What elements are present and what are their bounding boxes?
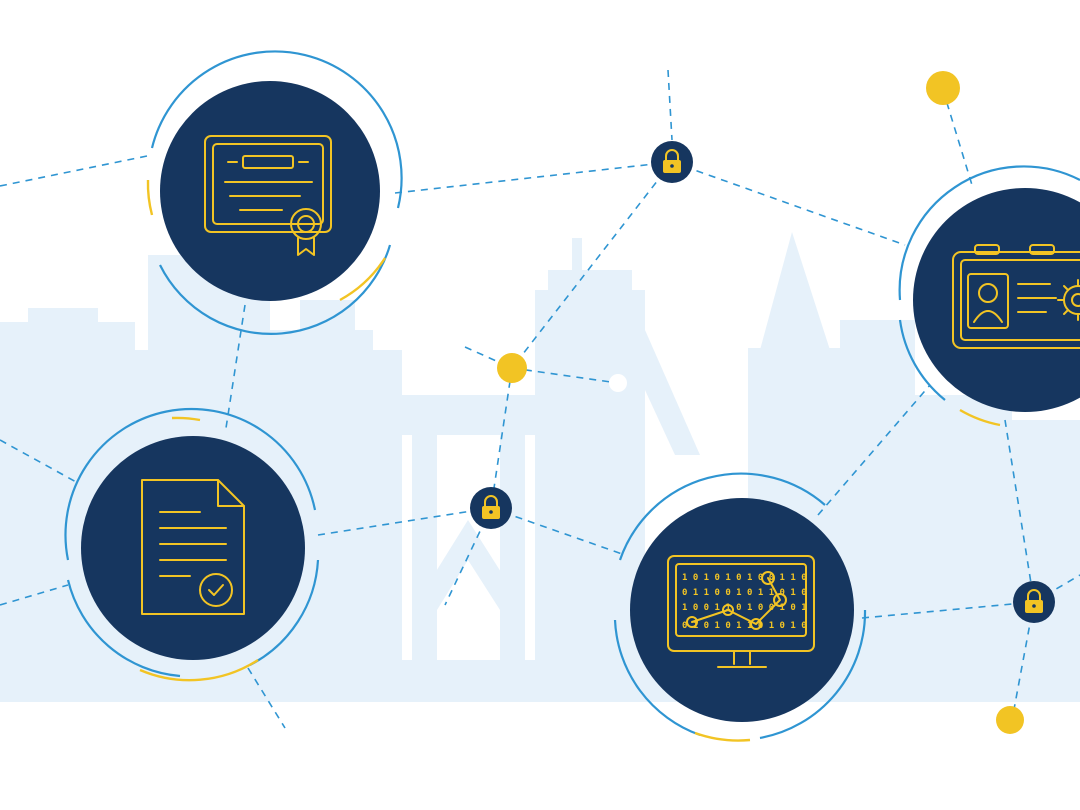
junction-dot [609, 374, 627, 392]
data-monitor-icon: 1 0 1 0 1 0 1 0 0 1 1 0 0 1 1 0 0 1 0 1 … [667, 555, 815, 668]
svg-text:0 1 1 0 0 1 0 1 1 0 1 0: 0 1 1 0 0 1 0 1 1 0 1 0 [682, 588, 807, 598]
node-monitor: 1 0 1 0 1 0 1 0 0 1 1 0 0 1 1 0 0 1 0 1 … [613, 472, 867, 742]
lock-node-top [651, 141, 693, 183]
lock-icon [482, 495, 500, 519]
junction-dots [497, 71, 1024, 734]
certified-document-icon [141, 479, 245, 615]
junction-dot [996, 706, 1024, 734]
svg-text:1 0 1 0 1 0 1 0 0 1 1 0: 1 0 1 0 1 0 1 0 0 1 1 0 [682, 573, 807, 583]
svg-text:0 1 0 1 0 1 1 0 1 0 1 0: 0 1 0 1 0 1 1 0 1 0 1 0 [682, 621, 807, 631]
node-id-card [898, 165, 1080, 427]
node-document [64, 407, 320, 682]
junction-dot [497, 353, 527, 383]
certificate-icon [204, 135, 332, 256]
lock-node-right [1013, 581, 1055, 623]
lock-icon [1025, 589, 1043, 613]
svg-text:1 0 0 1 1 0 1 0 0 1 0 1: 1 0 0 1 1 0 1 0 0 1 0 1 [682, 603, 807, 613]
node-certificate [146, 50, 403, 335]
id-card-settings-icon [952, 244, 1080, 349]
lock-icon [663, 149, 681, 173]
lock-node-middle [470, 487, 512, 529]
junction-dot [926, 71, 960, 105]
